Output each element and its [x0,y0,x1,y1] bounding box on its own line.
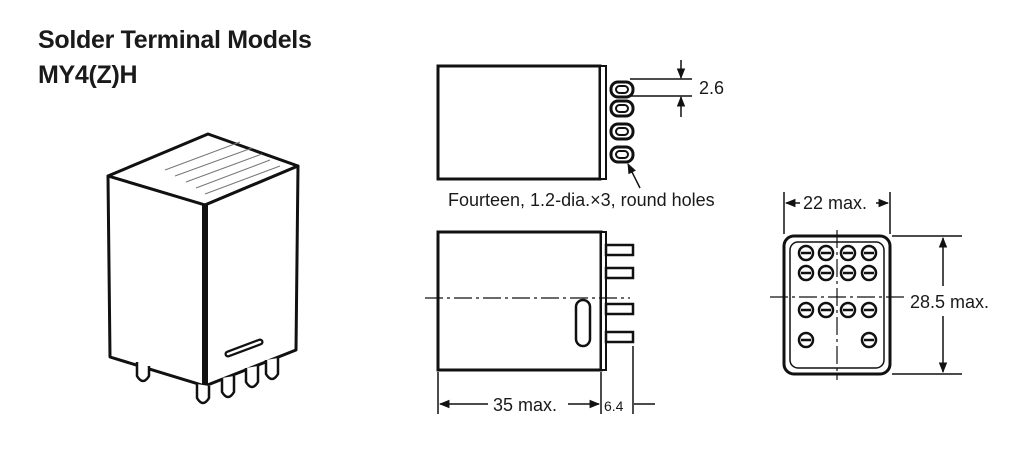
holes-leader-line [627,163,641,189]
height-dimension [892,235,962,375]
length-label: 35 max. [493,395,557,415]
pin-pitch-dimension [630,60,692,117]
height-label: 28.5 max. [910,292,989,312]
relay-bottom-view [770,230,905,380]
pin-pitch-label: 2.6 [699,78,724,98]
width-label: 22 max. [803,193,867,213]
model-name: MY4(Z)H [38,61,138,89]
holes-note: Fourteen, 1.2-dia.×3, round holes [448,190,715,210]
relay-perspective-illustration [106,132,300,405]
relay-side-view [425,230,635,372]
terminal-length-label: 6.4 [604,398,624,414]
relay-top-view [436,64,635,181]
width-dimension [783,192,891,234]
length-dimension [437,346,655,414]
page-title: Solder Terminal Models [38,26,312,54]
